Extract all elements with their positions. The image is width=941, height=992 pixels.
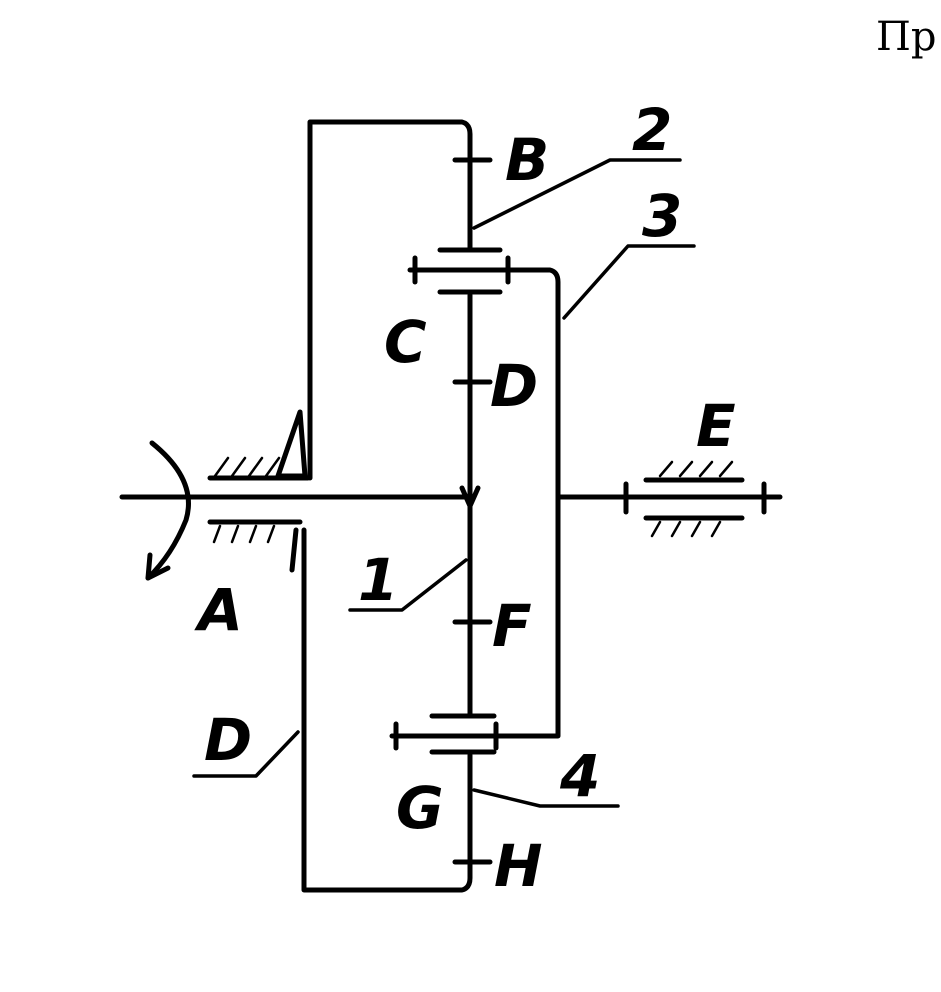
label-b: B — [505, 126, 549, 194]
corner-header-text: Пр — [876, 14, 937, 60]
label-c: C — [384, 308, 427, 376]
label-e: E — [696, 392, 736, 460]
label-number-2: 2 — [632, 96, 672, 164]
bearing-a — [207, 409, 311, 573]
label-f: F — [492, 592, 532, 660]
label-g: G — [396, 774, 444, 842]
label-h: H — [494, 832, 543, 900]
upper-planet-gear — [407, 247, 521, 295]
label-number-1: 1 — [358, 546, 398, 614]
label-d-left: D — [204, 706, 252, 774]
label-number-3: 3 — [642, 182, 682, 250]
label-d-upper: D — [490, 352, 538, 420]
rotation-arrow-icon — [145, 440, 191, 581]
leader-lines — [192, 158, 696, 808]
gear-tick-marks — [452, 157, 493, 865]
carrier-arm — [497, 267, 561, 739]
ring-gear-housing — [301, 119, 473, 893]
bearing-e — [643, 460, 745, 538]
main-shaft — [119, 481, 783, 515]
label-a: A — [194, 576, 243, 644]
sun-gear-line — [459, 292, 481, 718]
label-number-4: 4 — [559, 742, 600, 810]
